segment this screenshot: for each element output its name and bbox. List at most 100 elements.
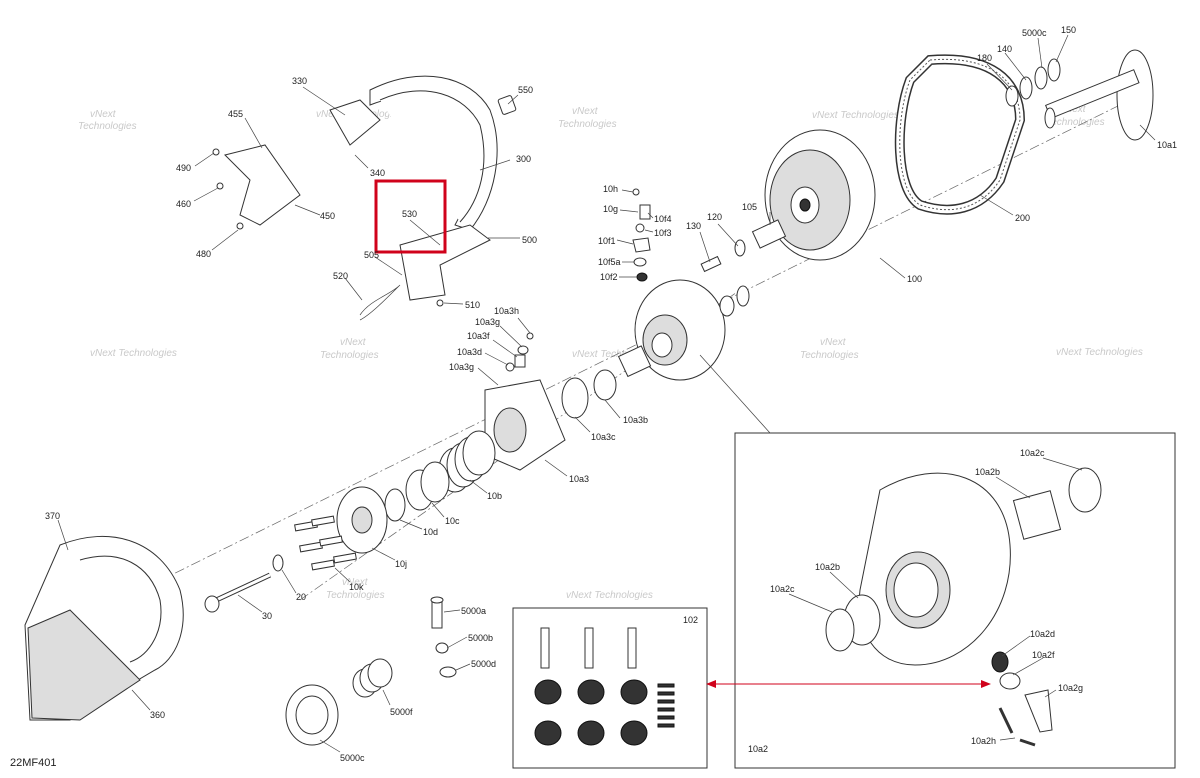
detail-box-10a2 — [734, 432, 1176, 769]
part-labels: 330 550 340 300 455 490 460 450 480 530 … — [45, 25, 1177, 763]
driven-pulley-100 — [764, 129, 876, 261]
rollers — [534, 679, 648, 746]
label-10a3: 10a3 — [569, 474, 589, 484]
label-10a3b: 10a3b — [623, 415, 648, 425]
label-300: 300 — [516, 154, 531, 164]
label-10a2d: 10a2d — [1030, 629, 1055, 639]
assembly-axis — [29, 99, 1131, 646]
drive-belt-200 — [894, 54, 1026, 215]
watermark: vNext Technologies — [90, 348, 177, 359]
label-10j: 10j — [395, 559, 407, 569]
plate-10j — [336, 486, 388, 554]
label-100: 100 — [907, 274, 922, 284]
watermark: Technologies — [320, 350, 379, 361]
watermark: vNext — [820, 337, 847, 348]
label-480: 480 — [196, 249, 211, 259]
label-10a3c: 10a3c — [591, 432, 616, 442]
watermark: Technologies — [326, 590, 385, 601]
label-10f3: 10f3 — [654, 228, 672, 238]
watermark: vNext Technologies — [566, 590, 653, 601]
bracket-330 — [329, 99, 381, 146]
watermark: vNext Technologies — [812, 110, 899, 121]
leader-lines — [57, 34, 1156, 753]
watermark: vNext — [340, 337, 367, 348]
label-10a3g: 10a3g — [475, 317, 500, 327]
small-parts-10f — [632, 188, 651, 282]
highlight-box-530 — [374, 179, 447, 254]
label-10h: 10h — [603, 184, 618, 194]
label-505: 505 — [364, 250, 379, 260]
label-10a2f: 10a2f — [1032, 650, 1055, 660]
label-10b: 10b — [487, 491, 502, 501]
label-10a2g: 10a2g — [1058, 683, 1083, 693]
movable-sheave-10a2 — [634, 279, 750, 381]
watermark: Technologies — [800, 350, 859, 361]
label-330: 330 — [292, 76, 307, 86]
diagram-code: 22MF401 — [10, 757, 56, 769]
label-520: 520 — [333, 271, 348, 281]
small-pins — [657, 683, 675, 728]
watermark: Technologies — [558, 119, 617, 130]
label-5000a: 5000a — [461, 606, 486, 616]
label-180: 180 — [977, 53, 992, 63]
weight-pins — [540, 627, 637, 669]
lower-cover-360 — [24, 535, 184, 721]
label-200: 200 — [1015, 213, 1030, 223]
label-10a3h: 10a3h — [494, 306, 519, 316]
washer-stack — [1005, 58, 1061, 107]
watermark: Technologies — [78, 121, 137, 132]
label-10f5a: 10f5a — [598, 257, 621, 267]
label-10a3f: 10a3f — [467, 331, 490, 341]
fixed-sheave-10a1 — [1044, 49, 1154, 141]
label-10a2c: 10a2c — [1020, 448, 1045, 458]
watermark: vNext — [572, 106, 599, 117]
label-10a2b: 10a2b — [975, 467, 1000, 477]
bolt-30 — [204, 572, 272, 613]
bearing-10c — [405, 461, 450, 511]
label-10f4: 10f4 — [654, 214, 672, 224]
watermark: vNext — [342, 577, 369, 588]
label-102: 102 — [683, 615, 698, 625]
label-10f2: 10f2 — [600, 272, 618, 282]
bracket-500 — [359, 224, 491, 321]
label-10a2c: 10a2c — [770, 584, 795, 594]
label-360: 360 — [150, 710, 165, 720]
spring-10b — [438, 430, 496, 493]
shaft-parts — [700, 219, 787, 273]
watermark: vNext — [90, 109, 117, 120]
label-510: 510 — [465, 300, 480, 310]
label-150: 150 — [1061, 25, 1076, 35]
label-120: 120 — [707, 212, 722, 222]
label-10c: 10c — [445, 516, 460, 526]
label-5000d: 5000d — [471, 659, 496, 669]
label-30: 30 — [262, 611, 272, 621]
label-10a3d: 10a3d — [457, 347, 482, 357]
label-460: 460 — [176, 199, 191, 209]
label-10f1: 10f1 — [598, 236, 616, 246]
label-105: 105 — [742, 202, 757, 212]
ring-10d — [384, 488, 406, 522]
label-550: 550 — [518, 85, 533, 95]
label-500: 500 — [522, 235, 537, 245]
detail-leader — [699, 354, 771, 434]
label-5000f: 5000f — [390, 707, 413, 717]
watermark: Technologies — [1046, 117, 1105, 128]
label-10a2: 10a2 — [748, 744, 768, 754]
label-10a2b: 10a2b — [815, 562, 840, 572]
kit-5000 — [285, 596, 457, 746]
watermark: vNext Technologies — [1056, 347, 1143, 358]
label-5000b: 5000b — [468, 633, 493, 643]
label-10d: 10d — [423, 527, 438, 537]
label-10k: 10k — [349, 582, 364, 592]
bolts-10k — [294, 515, 357, 571]
label-130: 130 — [686, 221, 701, 231]
label-530: 530 — [402, 209, 417, 219]
label-450: 450 — [320, 211, 335, 221]
label-10a2h: 10a2h — [971, 736, 996, 746]
label-490: 490 — [176, 163, 191, 173]
kit-box-102 — [512, 607, 708, 769]
label-140: 140 — [997, 44, 1012, 54]
label-340: 340 — [370, 168, 385, 178]
label-5000c: 5000c — [1022, 28, 1047, 38]
